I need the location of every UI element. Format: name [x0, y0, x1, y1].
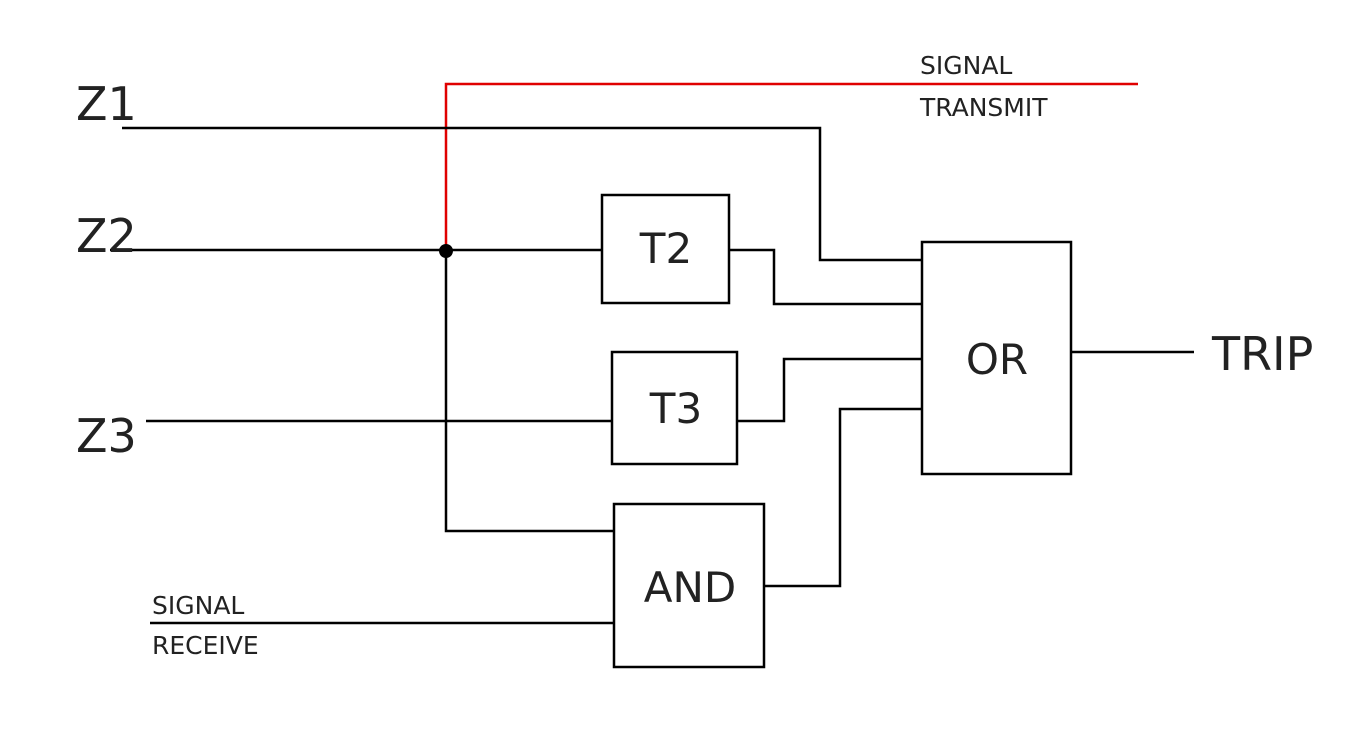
trip-label: TRIP [1211, 327, 1313, 381]
signal-transmit-label-line1: SIGNAL [920, 51, 1012, 80]
z1-wire [122, 126, 922, 262]
t2-output-wire [729, 248, 922, 306]
z2-branch-to-and-wire [444, 250, 614, 533]
or-gate-block [920, 240, 1073, 476]
signal-receive-label-line2: RECEIVE [152, 631, 259, 660]
t3-label: T3 [649, 384, 702, 433]
t2-timer-block [600, 193, 731, 305]
z2-junction-node [439, 244, 453, 258]
and-gate-block [612, 502, 766, 669]
t3-timer-block [610, 350, 739, 466]
signal-receive-label-line1: SIGNAL [152, 591, 244, 620]
z2-label: Z2 [76, 209, 137, 263]
signal-transmit-wire [444, 82, 1138, 250]
or-label: OR [966, 335, 1028, 384]
z3-label: Z3 [76, 409, 137, 463]
and-label: AND [644, 563, 737, 612]
t2-label: T2 [639, 224, 692, 273]
and-output-wire [764, 407, 922, 588]
signal-transmit-label-line2: TRANSMIT [919, 93, 1048, 122]
z1-label: Z1 [76, 77, 137, 131]
t3-output-wire [737, 357, 922, 423]
